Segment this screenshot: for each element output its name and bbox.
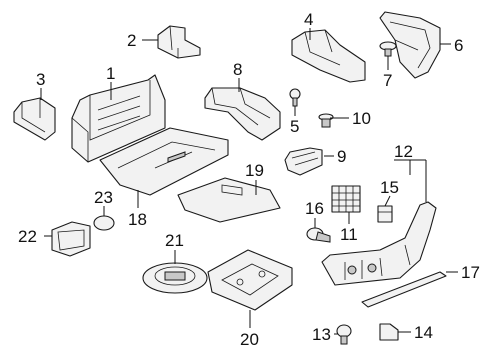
callout-11: 11: [340, 225, 358, 244]
callout-4: 4: [304, 10, 313, 29]
callout-6: 6: [454, 36, 463, 55]
part-11-grid-pad: [331, 185, 361, 213]
part-14-clip: [379, 323, 399, 341]
callout-22: 22: [18, 227, 37, 246]
part-10-screw: [318, 113, 334, 128]
part-15-retainer: [377, 205, 393, 223]
callout-15: 15: [380, 178, 399, 197]
part-5-clip: [289, 88, 301, 107]
callout-3: 3: [36, 70, 45, 89]
callout-12: 12: [394, 142, 413, 161]
part-12-side-rail: [321, 201, 437, 286]
part-22-cover: [51, 221, 91, 257]
part-16-bolt: [306, 227, 331, 243]
callout-21: 21: [165, 231, 184, 250]
part-23-cap: [93, 215, 115, 231]
part-9-trim-piece: [284, 147, 323, 176]
part-4-upper-trim: [291, 29, 366, 83]
callout-23: 23: [94, 188, 113, 207]
callout-17: 17: [461, 263, 480, 282]
part-2-bracket: [157, 25, 201, 59]
part-1-rear-panel: [71, 74, 166, 163]
callout-13: 13: [312, 325, 331, 344]
callout-5: 5: [290, 117, 299, 136]
callout-16: 16: [305, 199, 324, 218]
part-21-wheel-holder: [142, 262, 208, 294]
callout-18: 18: [128, 210, 147, 229]
callout-2: 2: [127, 31, 136, 50]
part-13-bolt: [336, 324, 352, 345]
callout-1: 1: [106, 64, 115, 83]
callout-19: 19: [245, 161, 264, 180]
leader-lines: [40, 28, 458, 335]
part-17-long-rail: [361, 271, 447, 308]
callout-7: 7: [383, 71, 392, 90]
part-7-push-pin: [379, 41, 397, 57]
part-6-corner-trim: [379, 11, 441, 79]
part-18-cargo-tray: [99, 127, 229, 196]
callout-14: 14: [414, 323, 433, 342]
part-20-tire-tray: [207, 249, 293, 311]
part-19-floor-panel: [177, 177, 281, 223]
callout-9: 9: [337, 147, 346, 166]
callout-8: 8: [233, 60, 242, 79]
callout-20: 20: [240, 330, 259, 349]
callout-labels: 1 2 3 4 5 6 7 8 9 10 11 12 13 14 15 16 1…: [18, 10, 480, 349]
part-8-center-panel: [204, 87, 281, 141]
callout-10: 10: [352, 109, 371, 128]
part-3-side-bracket: [13, 97, 56, 141]
